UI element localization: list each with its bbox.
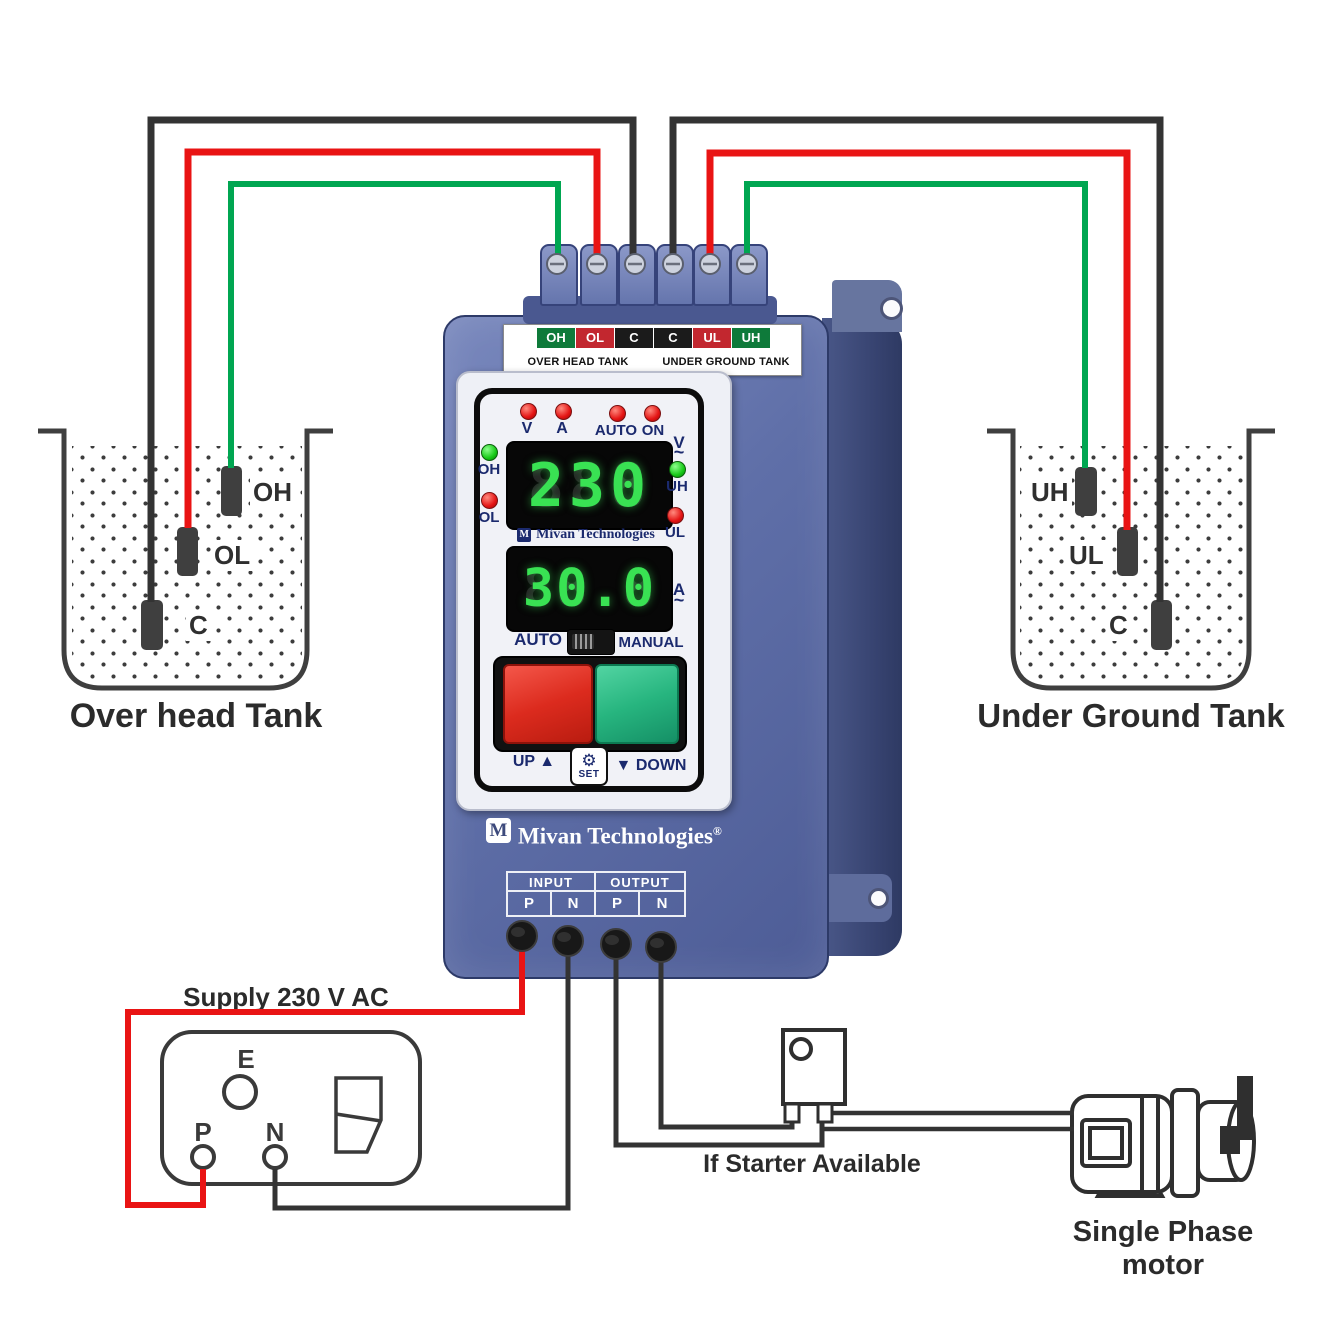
terminal-label-uh: UH: [732, 328, 770, 348]
panel-brand: M Mivan Technologies: [500, 527, 672, 543]
oh-sensor-label: OH: [250, 477, 295, 508]
mivan-logo-icon-large: M: [486, 818, 511, 843]
terminal-post-c2[interactable]: [656, 244, 694, 306]
ol-sensor-label: OL: [211, 540, 254, 571]
up-label: UP ▲: [512, 753, 556, 770]
on-led-label: ON: [641, 422, 665, 439]
start-button[interactable]: [595, 664, 679, 744]
ul-sensor-label: UL: [1066, 540, 1107, 571]
mount-hole-bottom: [868, 888, 889, 909]
socket-earth-pin: [222, 1074, 258, 1110]
output-phase-label: P: [596, 892, 640, 915]
uh-led-label: UH: [666, 478, 688, 495]
current-value: 30.0: [522, 559, 657, 619]
uh-led: [669, 461, 686, 478]
terminal-post-c1[interactable]: [618, 244, 656, 306]
io-terminal-table: INPUT OUTPUT P N P N: [506, 871, 686, 917]
on-led: [644, 405, 661, 422]
c-sensor-label-left: C: [186, 610, 211, 641]
stop-button[interactable]: [503, 664, 593, 744]
overhead-tank-caption: Over head Tank: [69, 697, 323, 735]
terminal-label-c1: C: [615, 328, 653, 348]
gear-icon: ⚙: [581, 751, 597, 770]
amp-ac-tilde: ~: [673, 590, 685, 610]
terminal-post-uh[interactable]: [730, 244, 768, 306]
terminal-post-oh[interactable]: [540, 244, 578, 306]
input-header: INPUT: [508, 873, 596, 892]
ol-led-label: OL: [478, 509, 500, 526]
oh-led: [481, 444, 498, 461]
mivan-logo-icon: M: [517, 528, 532, 542]
ol-led: [481, 492, 498, 509]
amp-led-label: A: [556, 420, 568, 437]
underground-tank-caption: Under Ground Tank: [977, 697, 1285, 734]
uh-sensor-label: UH: [1028, 477, 1072, 508]
motor-caption: Single Phase motor: [1072, 1216, 1254, 1281]
terminal-label-ol: OL: [576, 328, 614, 348]
auto-mode-label: AUTO: [514, 630, 562, 649]
starter-box: [781, 1028, 847, 1124]
output-neutral-label: N: [656, 895, 668, 912]
case-brand-text: Mivan Technologies®: [518, 823, 722, 849]
terminal-label-oh: OH: [537, 328, 575, 348]
current-display: 88.8 30.0: [506, 546, 673, 632]
terminal-post-ul[interactable]: [693, 244, 731, 306]
set-button[interactable]: ⚙ SET: [570, 746, 608, 786]
down-arrow-icon: ▼: [615, 757, 632, 774]
c-sensor-label-right: C: [1106, 610, 1131, 641]
up-arrow-icon: ▲: [539, 753, 556, 770]
auto-manual-switch[interactable]: [567, 629, 615, 655]
input-neutral-label: N: [552, 892, 596, 915]
auto-led: [609, 405, 626, 422]
terminal-post-ol[interactable]: [580, 244, 618, 306]
manual-mode-label: MANUAL: [618, 634, 684, 651]
terminal-label-c2: C: [654, 328, 692, 348]
case-brand: M Mivan Technologies®: [486, 818, 726, 850]
controller-side-face: [822, 318, 902, 956]
rocker-switch-icon[interactable]: [334, 1076, 383, 1154]
amp-led: [555, 403, 572, 420]
socket-phase-label: P: [194, 1117, 212, 1147]
terminal-label-ul: UL: [693, 328, 731, 348]
output-header: OUTPUT: [596, 873, 684, 892]
wire-output-phase: [613, 950, 825, 1148]
auto-led-label: AUTO: [594, 422, 638, 439]
socket-earth-label: E: [237, 1044, 255, 1074]
socket-neutral-label: N: [265, 1117, 285, 1147]
supply-label: Supply 230 V AC: [183, 982, 389, 1012]
input-phase-label: P: [508, 892, 552, 915]
registered-mark: ®: [712, 824, 722, 838]
set-button-label: SET: [578, 769, 600, 780]
socket-neutral-pin: [262, 1144, 288, 1170]
volt-led: [520, 403, 537, 420]
switch-knob[interactable]: [572, 634, 594, 649]
oh-led-label: OH: [477, 461, 501, 478]
socket-phase-pin: [190, 1144, 216, 1170]
voltage-display: 888 230: [506, 441, 673, 530]
volt-led-label: V: [521, 420, 533, 437]
mount-hole-top: [880, 297, 903, 320]
down-label: ▼ DOWN: [615, 757, 687, 774]
overhead-tank-terminal-caption: OVER HEAD TANK: [527, 356, 629, 368]
ul-led: [667, 507, 684, 524]
terminal-label-strip: OH OL C C UL UH OVER HEAD TANK UNDER GRO…: [503, 324, 802, 376]
motor-illustration: [1070, 1076, 1256, 1198]
starter-caption: If Starter Available: [703, 1150, 921, 1178]
volt-ac-tilde: ~: [673, 442, 685, 462]
panel-brand-text: Mivan Technologies: [536, 527, 655, 542]
voltage-value: 230: [527, 450, 652, 521]
power-socket: [160, 1030, 422, 1186]
underground-tank-terminal-caption: UNDER GROUND TANK: [662, 356, 790, 368]
